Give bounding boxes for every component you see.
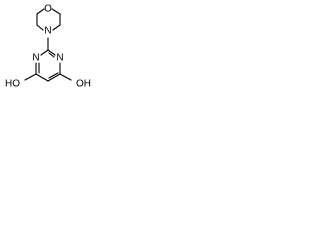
- atom-label-morpholine-nitrogen: N: [44, 26, 51, 37]
- bond-morph-o-c2: [51, 8, 61, 15]
- bond-morph-c3-n: [52, 24, 61, 31]
- chemical-structure-diagram: O N N N HO OH: [5, 4, 91, 90]
- pyrimidine-ring: [35, 49, 61, 82]
- bond-morph-c1-o: [36, 8, 45, 15]
- bond-c2-n1-right-double-b: [48, 52, 55, 58]
- bond-morph-n-c4: [36, 24, 44, 31]
- atom-label-ring-nitrogen-right: N: [56, 53, 63, 64]
- atom-label-hydroxyl-right: OH: [76, 79, 91, 90]
- bond-c5-c6: [47, 73, 61, 82]
- bond-c4-hydroxyl: [24, 73, 37, 81]
- atom-label-hydroxyl-left: HO: [5, 79, 20, 90]
- bond-c2-n1-right-double-a: [47, 49, 56, 56]
- morpholine-ring: [36, 8, 61, 31]
- bond-c2-n3-left: [40, 49, 49, 56]
- atom-label-morpholine-oxygen: O: [44, 4, 52, 15]
- bond-c6-hydroxyl: [59, 73, 72, 81]
- atom-label-ring-nitrogen-left: N: [32, 53, 39, 64]
- bond-c4-c5: [35, 73, 49, 82]
- bond-c5-c6-double: [48, 72, 59, 79]
